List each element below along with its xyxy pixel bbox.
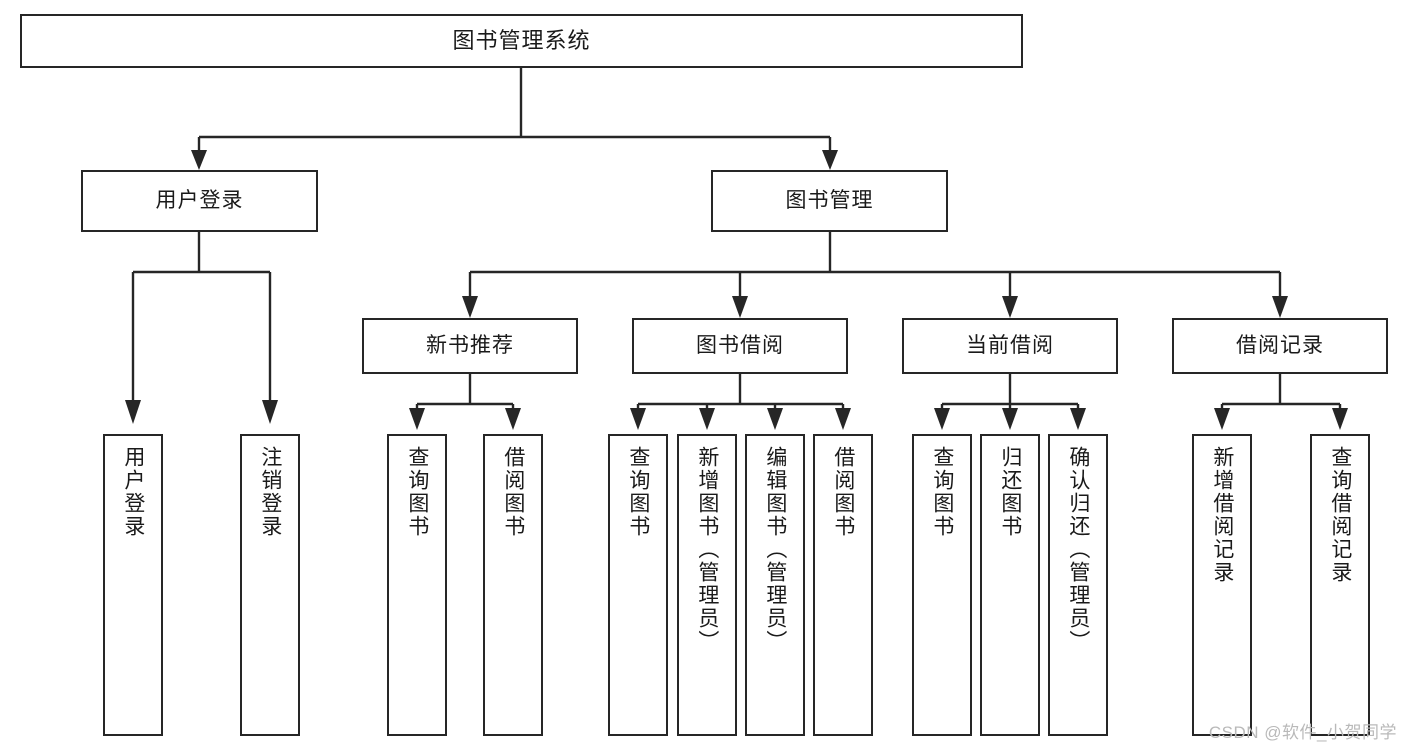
arrow-to-current-borrow [1002,296,1018,318]
leaf-book-borrow-query-book[interactable]: 查询图书 [608,434,668,736]
arrow-user-leaf-1 [125,400,141,424]
arrow-to-borrow-record [1272,296,1288,318]
leaf-user-login-logout[interactable]: 注销登录 [240,434,300,736]
leaf-borrow-record-add-record[interactable]: 新增借阅记录 [1192,434,1252,736]
arrow-book-borrow-leaf-1 [630,408,646,430]
leaf-book-borrow-add-book-admin[interactable]: 新增图书（管理员） [677,434,737,736]
arrow-to-user-login [191,150,207,170]
leaf-current-borrow-query-book[interactable]: 查询图书 [912,434,972,736]
node-label: 新书推荐 [426,333,514,357]
node-label: 注销登录 [258,446,282,538]
node-label: 图书借阅 [696,333,784,357]
node-label: 当前借阅 [966,333,1054,357]
arrow-to-new-book [462,296,478,318]
arrow-current-borrow-leaf-3 [1070,408,1086,430]
node-label: 查询图书 [930,446,954,538]
leaf-user-login-login[interactable]: 用户登录 [103,434,163,736]
arrow-borrow-record-leaf-1 [1214,408,1230,430]
node-new-book-recommend[interactable]: 新书推荐 [362,318,578,374]
node-label: 借阅图书 [831,446,855,538]
arrow-to-book-borrow [732,296,748,318]
node-label: 图书管理 [785,188,874,212]
node-label: 查询借阅记录 [1328,446,1352,584]
node-label: 查询图书 [405,446,429,538]
leaf-current-borrow-confirm-return-admin[interactable]: 确认归还（管理员） [1048,434,1108,736]
node-label: 新增图书（管理员） [695,446,719,653]
leaf-new-book-query-book[interactable]: 查询图书 [387,434,447,736]
node-label: 图书管理系统 [452,28,591,54]
node-root-book-management-system[interactable]: 图书管理系统 [20,14,1023,68]
node-current-borrow[interactable]: 当前借阅 [902,318,1118,374]
node-label: 确认归还（管理员） [1066,446,1090,653]
node-user-login[interactable]: 用户登录 [81,170,318,232]
leaf-current-borrow-return-book[interactable]: 归还图书 [980,434,1040,736]
leaf-book-borrow-borrow-book[interactable]: 借阅图书 [813,434,873,736]
arrow-borrow-record-leaf-2 [1332,408,1348,430]
leaf-borrow-record-query-record[interactable]: 查询借阅记录 [1310,434,1370,736]
arrow-new-book-leaf-2 [505,408,521,430]
node-label: 新增借阅记录 [1210,446,1234,584]
node-label: 借阅图书 [501,446,525,538]
node-label: 用户登录 [121,446,145,538]
node-book-management[interactable]: 图书管理 [711,170,948,232]
arrow-current-borrow-leaf-1 [934,408,950,430]
node-label: 编辑图书（管理员） [763,446,787,653]
watermark-text: CSDN @软件_小贺同学 [1208,723,1397,742]
node-book-borrow[interactable]: 图书借阅 [632,318,848,374]
leaf-new-book-borrow-book[interactable]: 借阅图书 [483,434,543,736]
node-borrow-record[interactable]: 借阅记录 [1172,318,1388,374]
leaf-book-borrow-edit-book-admin[interactable]: 编辑图书（管理员） [745,434,805,736]
arrow-book-borrow-leaf-2 [699,408,715,430]
arrow-user-leaf-2 [262,400,278,424]
arrow-new-book-leaf-1 [409,408,425,430]
arrow-to-book-manage [822,150,838,170]
node-label: 借阅记录 [1236,333,1324,357]
node-label: 用户登录 [155,188,244,212]
node-label: 查询图书 [626,446,650,538]
arrow-current-borrow-leaf-2 [1002,408,1018,430]
arrow-book-borrow-leaf-3 [767,408,783,430]
node-label: 归还图书 [998,446,1022,538]
arrow-book-borrow-leaf-4 [835,408,851,430]
